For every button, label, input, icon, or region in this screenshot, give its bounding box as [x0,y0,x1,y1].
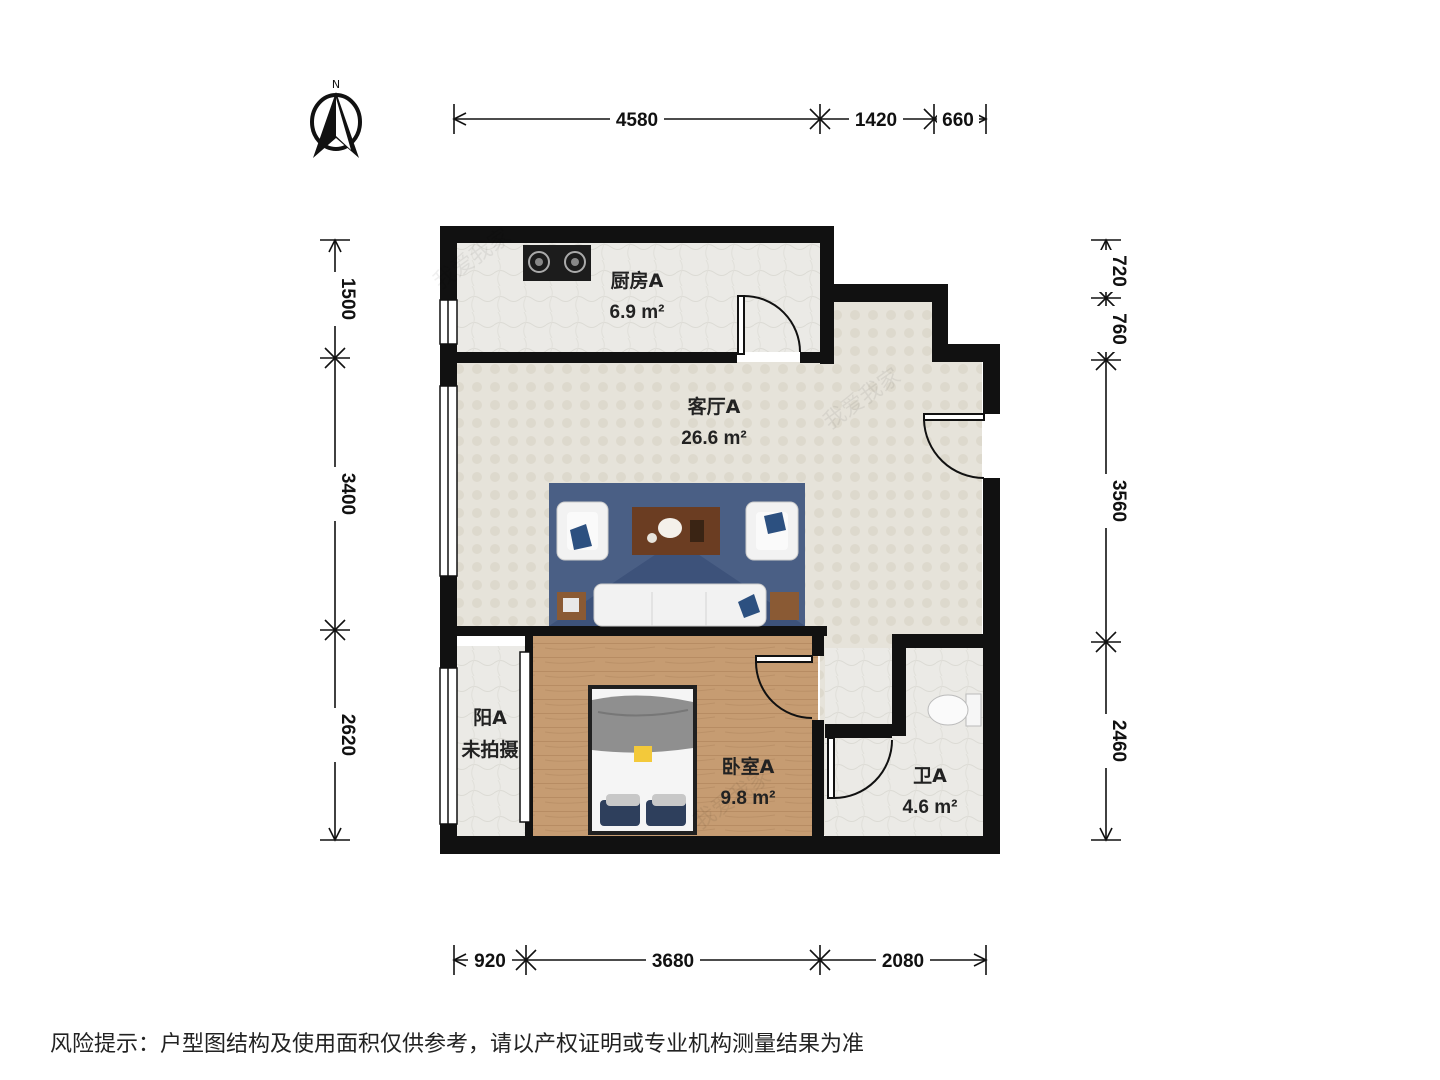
side-table-icon [557,592,799,620]
dimension-label: 1500 [337,278,358,320]
sofa-icon [593,583,767,627]
svg-text:9.8 m²: 9.8 m² [721,788,776,809]
toilet-icon [927,693,982,727]
doors [737,295,985,799]
svg-text:卫A: 卫A [913,765,947,787]
svg-text:阳A: 阳A [473,707,507,729]
floor-balcony [457,646,525,836]
dimension-label: 2460 [1108,720,1129,762]
dimension-label: 2080 [882,951,924,972]
svg-text:未拍摄: 未拍摄 [460,738,519,761]
dimension-label: 920 [474,951,506,972]
north-arrow-icon: N [310,78,362,158]
room-label-bedroom: 卧室A 9.8 m² [721,755,776,809]
dimension-label: 3400 [337,473,358,515]
room-label-living-room: 客厅A 26.6 m² [681,395,746,449]
dimension-label: 3560 [1108,480,1129,522]
risk-disclaimer: 风险提示：户型图结构及使用面积仅供参考，请以产权证明或专业机构测量结果为准 [50,1032,865,1057]
dimension-label: 720 [1108,255,1129,287]
dimension-label: 3680 [652,951,694,972]
svg-text:厨房A: 厨房A [611,269,664,292]
room-label-bathroom: 卫A 4.6 m² [903,765,958,818]
armchair-right-icon [745,501,799,561]
dimension-label: 760 [1108,313,1129,345]
dimension-label: 660 [942,110,974,131]
dimension-label: 2620 [337,714,358,756]
floor-kitchen [457,243,820,352]
armchair-left-icon [556,501,609,561]
bed-icon [588,685,697,835]
svg-text:6.9 m²: 6.9 m² [610,302,665,323]
svg-text:26.6 m²: 26.6 m² [681,428,746,449]
svg-text:4.6 m²: 4.6 m² [903,797,958,818]
room-label-balcony: 阳A 未拍摄 [460,707,519,761]
windows [439,299,531,825]
svg-text:卧室A: 卧室A [722,755,775,778]
dimension-top [452,104,988,134]
dimension-label: 4580 [616,110,658,131]
svg-text:客厅A: 客厅A [688,395,741,418]
room-label-kitchen: 厨房A 6.9 m² [610,269,665,323]
dimension-label: 1420 [855,110,897,131]
coffee-table-icon [632,507,720,555]
compass-label: N [332,78,340,91]
gas-stove-icon [523,245,591,281]
